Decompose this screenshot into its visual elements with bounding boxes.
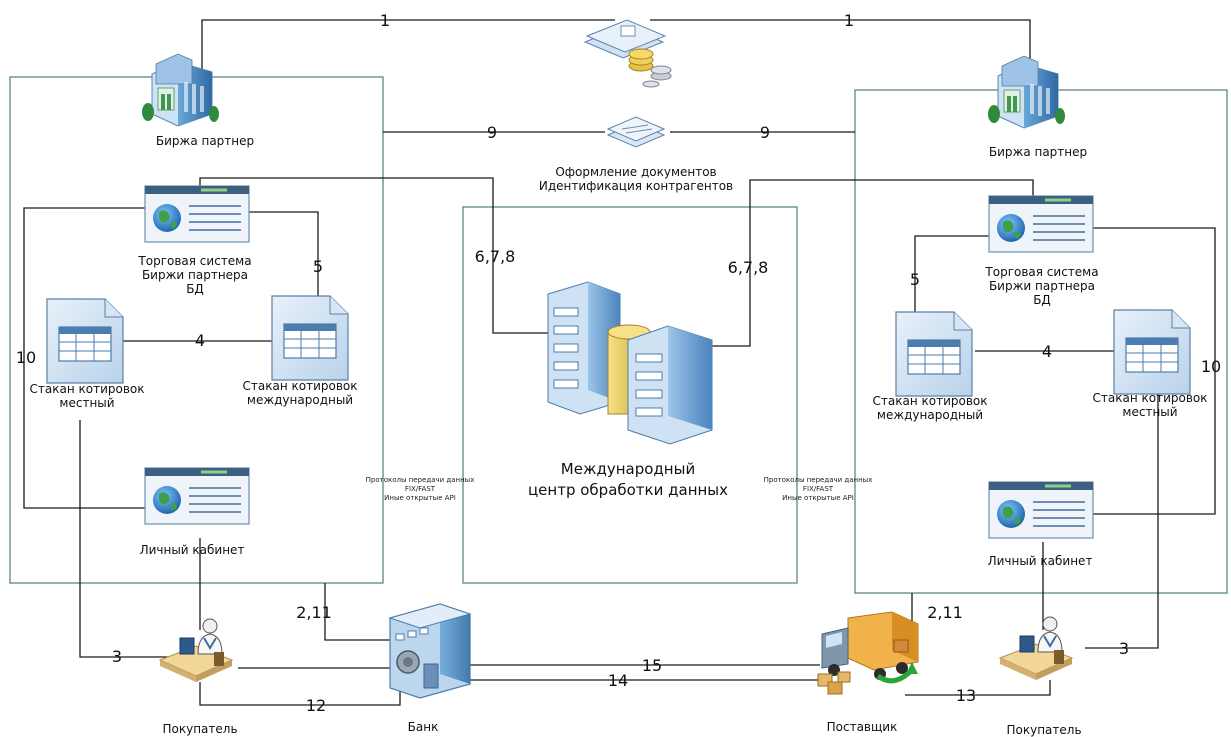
personal-cabinet-right-icon <box>988 481 1094 539</box>
trading-left-label-3: БД <box>186 282 204 296</box>
step-number: 5 <box>910 270 920 289</box>
protocols-right-label-1: Протоколы передачи данных <box>764 476 873 484</box>
step-number: 9 <box>487 123 497 142</box>
step-number: 1 <box>380 11 390 30</box>
book-intl-right-label-1: Стакан котировок <box>873 394 988 408</box>
data-center-label-1: Международный <box>561 460 695 478</box>
trading-right-label-1: Торговая система <box>984 265 1098 279</box>
step-number: 14 <box>608 671 628 690</box>
step-number: 6,7,8 <box>475 247 516 266</box>
bank-icon <box>389 603 471 699</box>
book-intl-right-label-2: международный <box>877 408 983 422</box>
order-book-local-right-icon <box>1113 309 1191 395</box>
order-book-intl-left-icon <box>271 295 349 381</box>
supplier-truck-icon <box>818 612 918 694</box>
cabinet-right-label: Личный кабинет <box>988 554 1093 568</box>
trading-system-left-icon <box>144 185 250 243</box>
book-local-right-label-2: местный <box>1122 405 1177 419</box>
exchange-left-icon <box>141 53 220 127</box>
step-number: 13 <box>956 686 976 705</box>
protocols-left-label-1: Протоколы передачи данных <box>366 476 475 484</box>
cabinet-left-label: Личный кабинет <box>140 543 245 557</box>
protocols-left-label-3: Иные открытые API <box>384 494 456 502</box>
documents-coins-icon <box>583 19 672 88</box>
step-number: 6,7,8 <box>728 258 769 277</box>
data-center-frame <box>462 206 798 584</box>
trading-left-label-2: Биржи партнера <box>142 268 248 282</box>
trading-right-label-2: Биржи партнера <box>989 279 1095 293</box>
book-intl-left-label-1: Стакан котировок <box>243 379 358 393</box>
step-number: 4 <box>195 331 205 350</box>
connector-lines <box>23 19 1216 706</box>
trading-right-label-3: БД <box>1033 293 1051 307</box>
protocols-right-label-2: FIX/FAST <box>803 485 834 493</box>
bank-label: Банк <box>408 720 439 734</box>
documents-stack-icon <box>606 116 666 148</box>
exchange-left-label: Биржа партнер <box>156 134 254 148</box>
order-book-intl-right-icon <box>895 311 973 397</box>
step-number: 15 <box>642 656 662 675</box>
step-number: 10 <box>16 348 36 367</box>
step-number: 3 <box>112 647 122 666</box>
documents-label-line2: Идентификация контрагентов <box>539 179 733 193</box>
order-book-local-left-icon <box>46 298 124 384</box>
step-number: 9 <box>760 123 770 142</box>
buyer-right-label: Покупатель <box>1006 723 1081 737</box>
protocols-right-label-3: Иные открытые API <box>782 494 854 502</box>
data-center-servers-icon <box>547 281 713 445</box>
protocols-left-label-2: FIX/FAST <box>405 485 436 493</box>
step-number: 12 <box>306 696 326 715</box>
trading-system-right-icon <box>988 195 1094 253</box>
step-number: 3 <box>1119 639 1129 658</box>
book-local-left-label-2: местный <box>59 396 114 410</box>
personal-cabinet-left-icon <box>144 467 250 525</box>
buyer-right-icon <box>999 616 1073 681</box>
book-intl-left-label-2: международный <box>247 393 353 407</box>
book-local-left-label-1: Стакан котировок <box>30 382 145 396</box>
step-number: 2,11 <box>927 603 963 622</box>
data-center-label-2: центр обработки данных <box>528 481 728 499</box>
step-number: 2,11 <box>296 603 332 622</box>
exchange-right-icon <box>987 55 1066 129</box>
step-number: 10 <box>1201 357 1221 376</box>
trading-left-label-1: Торговая система <box>137 254 251 268</box>
buyer-left-label: Покупатель <box>162 722 237 736</box>
buyer-left-icon <box>159 618 233 683</box>
documents-label-line1: Оформление документов <box>555 165 716 179</box>
book-local-right-label-1: Стакан котировок <box>1093 391 1208 405</box>
supplier-label: Поставщик <box>827 720 898 734</box>
step-number: 5 <box>313 257 323 276</box>
step-number: 4 <box>1042 342 1052 361</box>
step-number: 1 <box>844 11 854 30</box>
exchange-right-label: Биржа партнер <box>989 145 1087 159</box>
